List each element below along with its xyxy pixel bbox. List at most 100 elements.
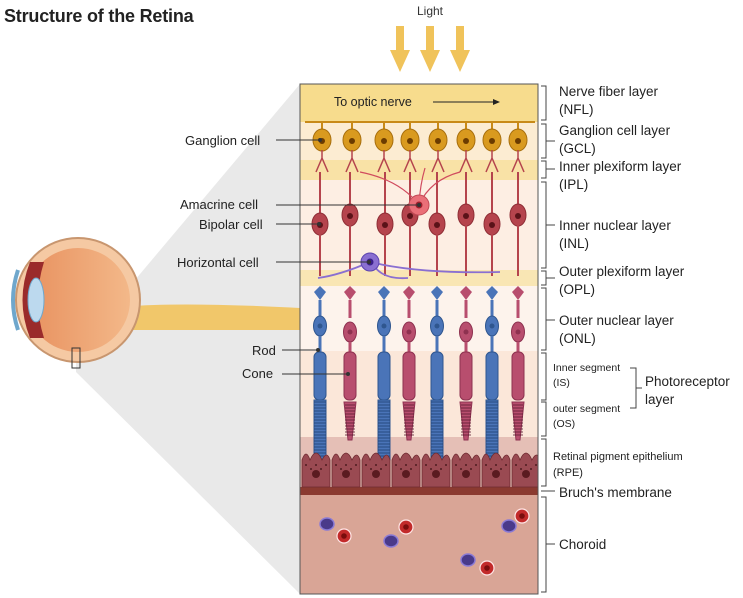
nfl-abbrev: (NFL) (559, 102, 594, 117)
rpe-pigment (530, 468, 532, 470)
inl-label: Inner nuclear layer (559, 218, 671, 233)
photoreceptor-terminal (486, 286, 498, 300)
ganglion-nucleus (435, 138, 441, 144)
ganglion-dendrite (345, 150, 359, 173)
nfl-bracket (541, 85, 547, 121)
os-abbrev: (OS) (553, 418, 575, 430)
rpe-pigment (310, 468, 312, 470)
choroid-band (300, 495, 538, 594)
photoreceptor-nucleus (347, 329, 353, 335)
photoreceptor-terminal (512, 286, 524, 300)
light-arrow-2 (420, 26, 440, 72)
rod-inner-segment (485, 351, 499, 401)
rpe-pigment (495, 464, 497, 466)
ganglion-nucleus (515, 138, 521, 144)
nfl-band (300, 84, 538, 122)
retina-surface (26, 248, 130, 352)
rpe-label: Retinal pigment epithelium (553, 451, 683, 463)
layer-labels: Nerve fiber layer (NFL) Ganglion cell la… (541, 84, 730, 552)
bipolar-nucleus (434, 222, 440, 228)
rpe-pigment (305, 464, 307, 466)
left-callouts: Ganglion cell Amacrine cell Bipolar cell… (177, 133, 421, 381)
rpe-pigment (395, 464, 397, 466)
os-band (300, 401, 538, 437)
zoom-cone (76, 84, 300, 594)
ganglion-label: Ganglion cell (185, 133, 260, 148)
rod-outer-segment (430, 399, 444, 461)
gcl-abbrev: (GCL) (559, 141, 596, 156)
inl-band (300, 180, 538, 270)
rpe-pigment (485, 464, 487, 466)
photoreceptor-label: Photoreceptor (645, 374, 730, 389)
diagram-title: Structure of the Retina (4, 6, 194, 26)
rpe-pigment (525, 464, 527, 466)
is-label: Inner segment (553, 362, 620, 374)
rpe-nucleus (522, 470, 530, 478)
gcl-label: Ganglion cell layer (559, 123, 671, 138)
rpe-pigment (370, 468, 372, 470)
rod-outer-segment (313, 399, 327, 461)
choroid-bracket (541, 496, 547, 593)
cone-inner-segment (459, 351, 473, 401)
panel-frame (299, 83, 539, 595)
bipolar-label: Bipolar cell (199, 217, 263, 232)
rpe-abbrev: (RPE) (553, 467, 583, 479)
rpe-pigment (415, 464, 417, 466)
photoreceptor-nucleus (317, 323, 323, 329)
onl-band (300, 286, 538, 351)
onl-abbrev: (ONL) (559, 331, 596, 346)
rod-inner-segment (430, 351, 444, 401)
opl-band (300, 270, 538, 286)
choroid-red-cell-center (341, 533, 347, 539)
photoreceptor-nucleus (463, 329, 469, 335)
bipolar-nucleus (382, 222, 388, 228)
bruch-band (300, 487, 538, 495)
photoreceptor-nucleus (381, 323, 387, 329)
rpe-pigment (355, 464, 357, 466)
rpe-pigment (520, 468, 522, 470)
photoreceptor-nucleus (489, 323, 495, 329)
choroid-white-cell (319, 517, 335, 531)
rpe-pigment (380, 468, 382, 470)
photoreceptor-terminal (314, 286, 326, 300)
bipolar-nucleus (463, 213, 469, 219)
rpe-pigment (455, 464, 457, 466)
ganglion-dendrite (485, 150, 499, 173)
inl-abbrev: (INL) (559, 236, 589, 251)
retina-panel (300, 84, 538, 594)
ipl-label: Inner plexiform layer (559, 159, 682, 174)
rpe-pigment (465, 464, 467, 466)
optic-nerve-stalk (100, 304, 300, 330)
cone-inner-segment (402, 351, 416, 401)
inl-bracket (541, 181, 547, 269)
onl-label: Outer nuclear layer (559, 313, 674, 328)
rpe-pigment (315, 464, 317, 466)
ganglion-nucleus (381, 138, 387, 144)
cone-label: Cone (242, 366, 273, 381)
rpe-pigment (470, 468, 472, 470)
ganglion-dendrite (315, 150, 329, 173)
photoreceptor-terminal (431, 286, 443, 300)
rpe-nucleus (342, 470, 350, 478)
choroid-red-cell-center (403, 524, 409, 530)
cone-outer-segment (459, 401, 473, 441)
light-label: Light (417, 4, 444, 18)
photoreceptor-terminal (403, 286, 415, 300)
ipl-band (300, 160, 538, 180)
opl-bracket (541, 270, 547, 286)
rpe-pigment (365, 464, 367, 466)
bipolar-nucleus (347, 213, 353, 219)
rpe-pigment (505, 464, 507, 466)
cone-inner-segment (511, 351, 525, 401)
ganglion-nucleus (489, 138, 495, 144)
choroid-red-cell-center (519, 513, 525, 519)
bruch-label: Bruch's membrane (559, 485, 672, 500)
rpe-nucleus (312, 470, 320, 478)
ganglion-dendrite (431, 150, 445, 173)
optic-nerve-arrow-head (493, 99, 500, 105)
zoom-region-marker (71, 347, 81, 369)
photoreceptor-terminal (460, 286, 472, 300)
choroid-white-cell (501, 519, 517, 533)
bipolar-nucleus (515, 213, 521, 219)
